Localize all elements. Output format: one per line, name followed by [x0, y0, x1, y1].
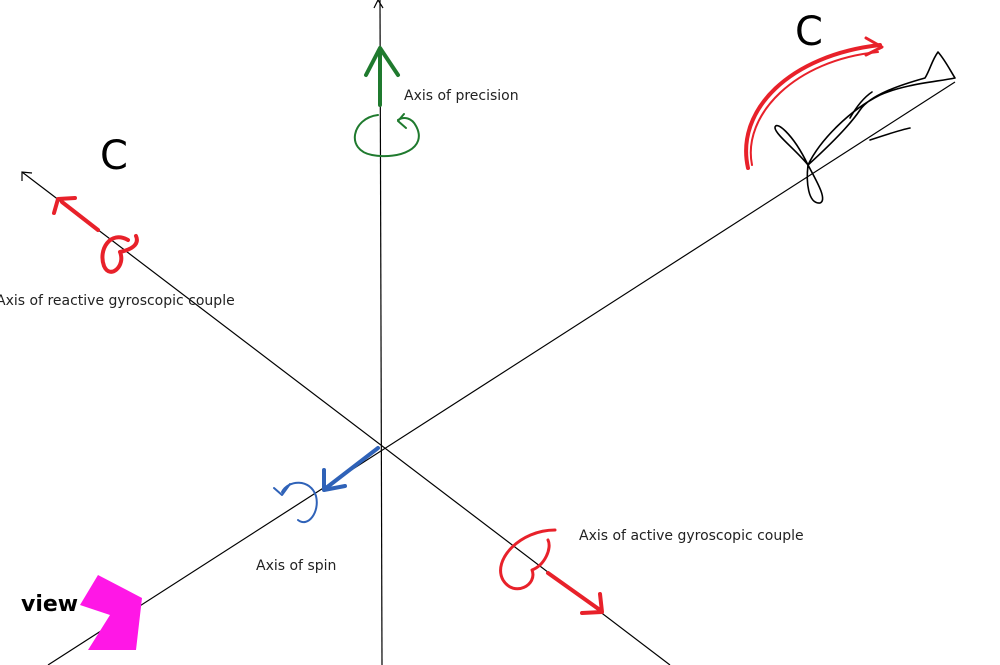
couple-label-right: C [795, 9, 823, 55]
reactive-rotation-icon [100, 234, 139, 274]
precision-axis-label: Axis of precision [404, 88, 519, 104]
reactive-axis-arrowhead [21, 171, 33, 181]
spin-axis-label: Axis of spin [256, 558, 337, 574]
propeller-rotation-arrow [744, 36, 884, 170]
propeller-sketch [774, 51, 956, 204]
active-axis-label: Axis of active gyroscopic couple [579, 528, 804, 544]
view-arrow [80, 575, 142, 650]
precision-arrow [353, 46, 420, 158]
vertical-axis-arrowhead [373, 0, 384, 9]
view-label: view [21, 592, 79, 617]
precision-rotation-icon [353, 114, 420, 158]
reactive-couple-arrow [52, 196, 139, 274]
vertical-axis [379, 0, 383, 665]
reactive-axis-label: Axis of reactive gyroscopic couple [0, 293, 235, 309]
couple-label-left: C [100, 133, 128, 179]
active-rotation-icon [499, 528, 557, 591]
spin-axis [47, 81, 956, 665]
spin-arrow [273, 446, 380, 523]
active-couple-arrow [499, 528, 604, 615]
